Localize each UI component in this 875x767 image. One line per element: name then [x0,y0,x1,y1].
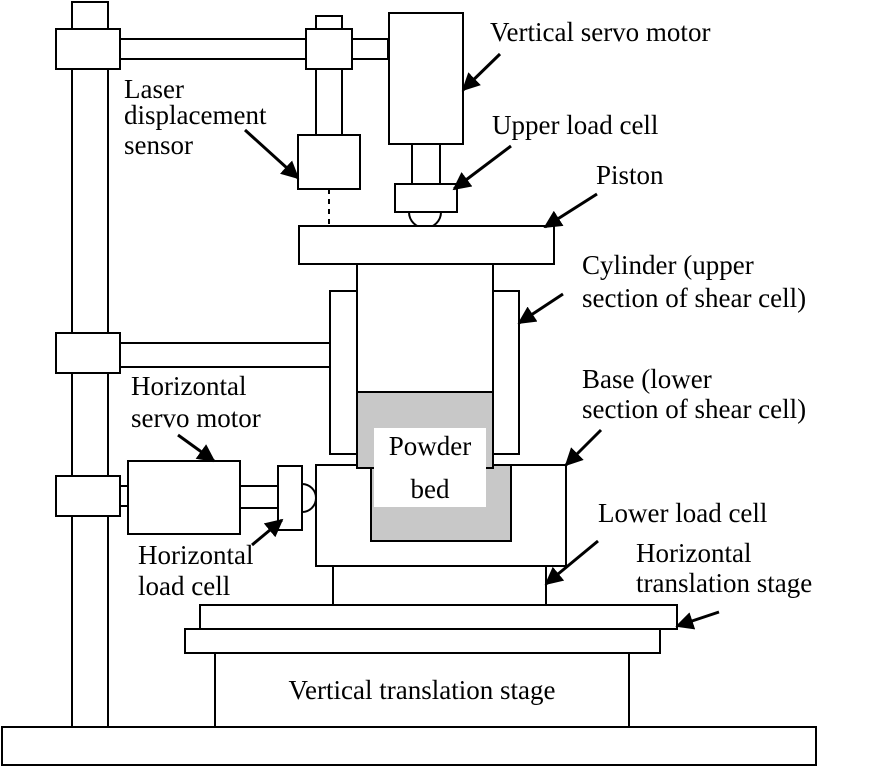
piston [298,225,555,265]
label-cylinder-line1: Cylinder (upper [582,250,754,280]
sensor-rod [315,68,343,136]
cylinder-bore [356,263,494,393]
horizontal-load-cell-tip [301,482,317,514]
label-laser-line2: displacement [124,100,267,130]
arrow-horizontal-servo-motor [177,433,216,463]
horizontal-translation-stage [199,604,678,630]
lower-load-cell [332,565,547,606]
laser-displacement-sensor [297,134,361,190]
horizontal-servo-motor [127,460,241,535]
vertical-translation-stage [214,652,630,728]
label-horizontal-stage-line2: translation stage [636,568,812,598]
arrow-lower-load-cell [544,539,599,586]
label-lower-load-cell: Lower load cell [598,498,767,528]
label-vertical-servo-motor: Vertical servo motor [490,17,710,47]
label-base-line1: Base (lower [582,364,712,394]
cylinder-left-wall [329,290,358,455]
horizontal-motor-shaft [239,485,279,509]
label-horizontal-stage-line1: Horizontal [636,538,751,568]
lower-clamp [55,475,121,517]
top-clamp [55,28,121,70]
label-powder-line1: Powder [389,431,472,461]
arrow-upper-load-cell [452,144,512,191]
arrow-cylinder [517,292,564,325]
vertical-servo-motor [388,12,464,145]
arrow-base [564,428,603,467]
sensor-clamp [305,28,353,70]
label-horizontal-servo-line2: servo motor [131,403,261,433]
arrow-vertical-servo-motor [461,52,502,92]
label-laser-line3: sensor [124,130,193,160]
label-horizontal-load-line2: load cell [138,571,230,601]
lower-arm-stub [119,485,129,507]
label-vertical-translation-stage: Vertical translation stage [289,675,556,705]
middle-arm [119,342,331,368]
label-upper-load-cell: Upper load cell [492,110,658,140]
arrow-horizontal-load-cell [251,518,284,547]
stage-plate [184,628,661,654]
label-laser-line1: Laser [124,74,184,104]
label-horizontal-load-line1: Horizontal [138,540,253,570]
label-horizontal-servo-line1: Horizontal [131,371,246,401]
ground-base [1,726,817,766]
cylinder-right-wall [492,290,520,455]
motor-shaft [411,143,441,185]
label-base-line2: section of shear cell) [582,394,806,424]
label-piston: Piston [596,160,664,190]
arrow-piston [543,192,598,229]
upper-load-cell [394,183,458,213]
label-cylinder-line2: section of shear cell) [582,283,806,313]
middle-clamp [55,332,121,374]
arrow-horizontal-translation-stage [675,610,720,630]
sensor-clamp-cap [315,15,343,30]
arrow-laser-sensor [243,128,300,180]
label-powder-line2: bed [411,474,450,504]
powder-label-backdrop [374,428,486,507]
